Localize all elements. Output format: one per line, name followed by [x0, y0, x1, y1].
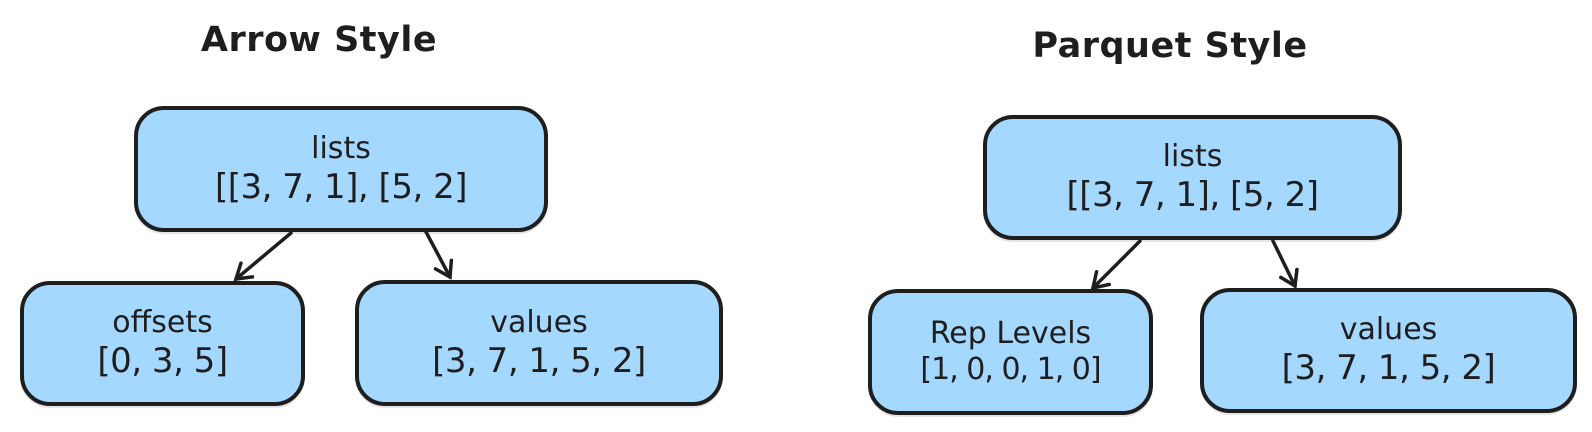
- node-parquet-values: values [3, 7, 1, 5, 2]: [1200, 288, 1577, 413]
- node-value: [3, 7, 1, 5, 2]: [1281, 348, 1496, 389]
- node-label: values: [490, 304, 588, 340]
- node-value: [0, 3, 5]: [97, 341, 228, 382]
- node-value: [[3, 7, 1], [5, 2]: [1066, 175, 1319, 216]
- node-label: values: [1339, 312, 1438, 348]
- node-parquet-lists: lists [[3, 7, 1], [5, 2]: [983, 115, 1402, 240]
- arrow-arrow-lists-to-offsets: [233, 231, 293, 282]
- node-value: [[3, 7, 1], [5, 2]: [215, 166, 467, 207]
- node-value: [1, 0, 0, 1, 0]: [920, 352, 1101, 388]
- node-label: lists: [1162, 139, 1223, 175]
- node-arrow-offsets: offsets [0, 3, 5]: [20, 281, 305, 406]
- node-label: Rep Levels: [929, 316, 1092, 352]
- node-arrow-lists: lists [[3, 7, 1], [5, 2]: [134, 106, 548, 232]
- node-value: [3, 7, 1, 5, 2]: [432, 340, 646, 381]
- node-arrow-values: values [3, 7, 1, 5, 2]: [355, 280, 723, 406]
- arrow-parquet-lists-to-values: [1271, 239, 1299, 289]
- node-label: lists: [311, 130, 371, 166]
- arrow-arrow-lists-to-values: [423, 228, 454, 280]
- parquet-style-title: Parquet Style: [1032, 26, 1308, 66]
- node-label: offsets: [112, 305, 213, 341]
- arrow-style-title: Arrow Style: [200, 20, 438, 60]
- arrow-parquet-lists-to-replevels: [1090, 239, 1142, 291]
- node-parquet-rep-levels: Rep Levels [1, 0, 0, 1, 0]: [868, 289, 1153, 415]
